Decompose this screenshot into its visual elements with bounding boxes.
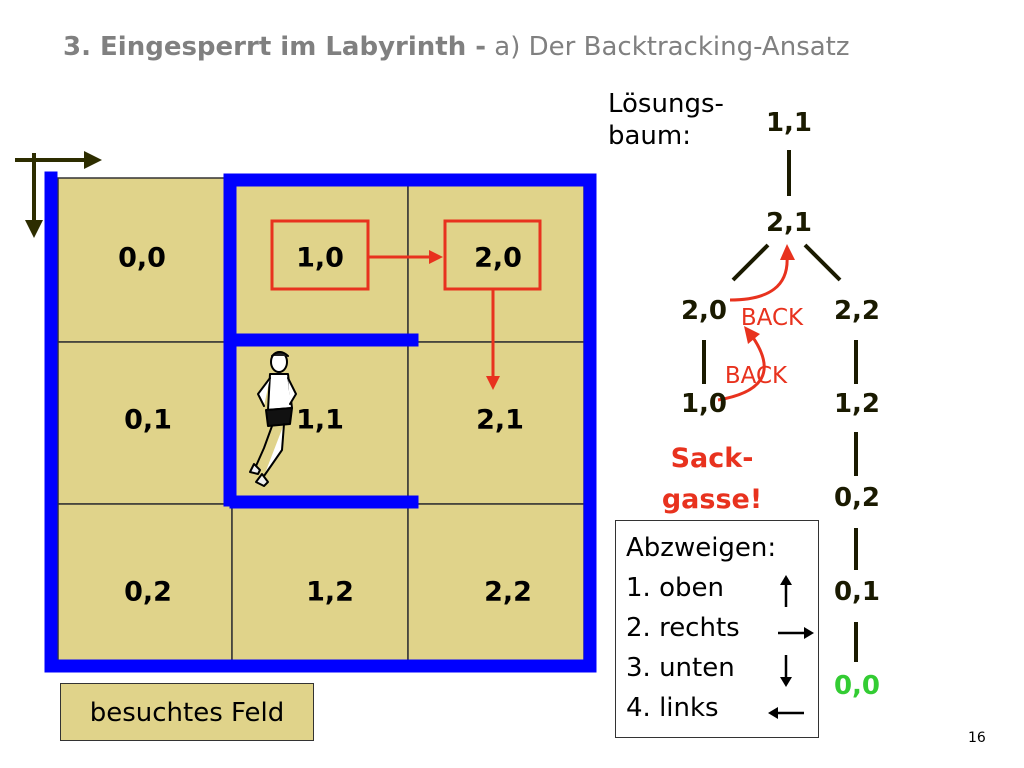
tree-node-2-2: 2,2 xyxy=(833,296,881,326)
tree-node-2-0: 2,0 xyxy=(680,296,728,326)
maze-cells xyxy=(57,177,585,665)
dead-end-line1: Sack- xyxy=(670,443,754,474)
tree-title: Lösungs- baum: xyxy=(608,88,724,152)
maze-cell-bg xyxy=(57,341,233,505)
tree-node-1-1: 1,1 xyxy=(765,108,813,138)
branching-order-box: Abzweigen: 1. oben 2. rechts 3. unten 4.… xyxy=(615,520,819,738)
cell-label: 0,2 xyxy=(124,576,172,608)
branching-item-label: 4. links xyxy=(626,693,719,723)
arrow-up-icon xyxy=(780,575,792,607)
tree-node-1-0: 1,0 xyxy=(680,389,728,419)
tree-title-line2: baum: xyxy=(608,121,692,151)
visited-marker-1-0 xyxy=(270,219,370,291)
arrow-right-icon xyxy=(778,627,814,639)
maze-walls xyxy=(44,171,597,673)
branching-item-label: 2. rechts xyxy=(626,613,740,643)
cell-label: 2,2 xyxy=(484,576,532,608)
branching-item-label: 3. unten xyxy=(626,653,735,683)
tree-title-line1: Lösungs- xyxy=(608,89,724,119)
back-label: BACK xyxy=(724,363,788,389)
cell-label: 1,1 xyxy=(296,404,344,436)
arrow-down-icon xyxy=(780,655,792,687)
branching-item-label: 1. oben xyxy=(626,573,724,603)
back-arrow-1 xyxy=(729,255,789,302)
visited-field-legend: besuchtes Feld xyxy=(60,683,314,741)
slide-title-bold: 3. Eingesperrt im Labyrinth - xyxy=(63,32,487,62)
tree-node-1-2: 1,2 xyxy=(833,389,881,419)
tree-node-2-1: 2,1 xyxy=(765,208,813,238)
tree-node-0-1: 0,1 xyxy=(833,577,881,607)
maze-cell-bg xyxy=(407,503,585,665)
cell-label: 0,1 xyxy=(124,404,172,436)
back-label: BACK xyxy=(740,305,804,331)
cell-label: 2,0 xyxy=(474,242,522,274)
branching-item-up: 1. oben xyxy=(626,573,792,607)
arrow-left-icon xyxy=(768,707,804,719)
tree-node-0-0-goal: 0,0 xyxy=(833,671,881,701)
branching-item-right: 2. rechts xyxy=(626,613,814,643)
cell-label: 1,2 xyxy=(306,576,354,608)
maze-cell-bg xyxy=(407,341,585,505)
path-markers xyxy=(270,219,542,390)
slide-title: 3. Eingesperrt im Labyrinth - a) Der Bac… xyxy=(63,32,850,62)
maze-cell-bg xyxy=(57,503,233,665)
cell-label: 1,0 xyxy=(296,242,344,274)
branching-heading: Abzweigen: xyxy=(626,533,777,563)
dead-end-line2: gasse! xyxy=(661,484,763,515)
runner-icon xyxy=(249,351,297,487)
cell-label: 2,1 xyxy=(476,404,524,436)
page-number: 16 xyxy=(968,730,986,746)
dead-end-label: Sack- gasse! xyxy=(662,438,762,520)
branching-item-left: 4. links xyxy=(626,693,804,723)
slide-title-subtitle: a) Der Backtracking-Ansatz xyxy=(486,32,850,62)
tree-node-0-2: 0,2 xyxy=(833,483,881,513)
maze-cell-bg xyxy=(231,503,409,665)
axis-arrows-icon xyxy=(15,151,102,238)
branching-item-down: 3. unten xyxy=(626,653,792,687)
maze-diagram xyxy=(15,151,597,673)
cell-label: 0,0 xyxy=(118,242,166,274)
